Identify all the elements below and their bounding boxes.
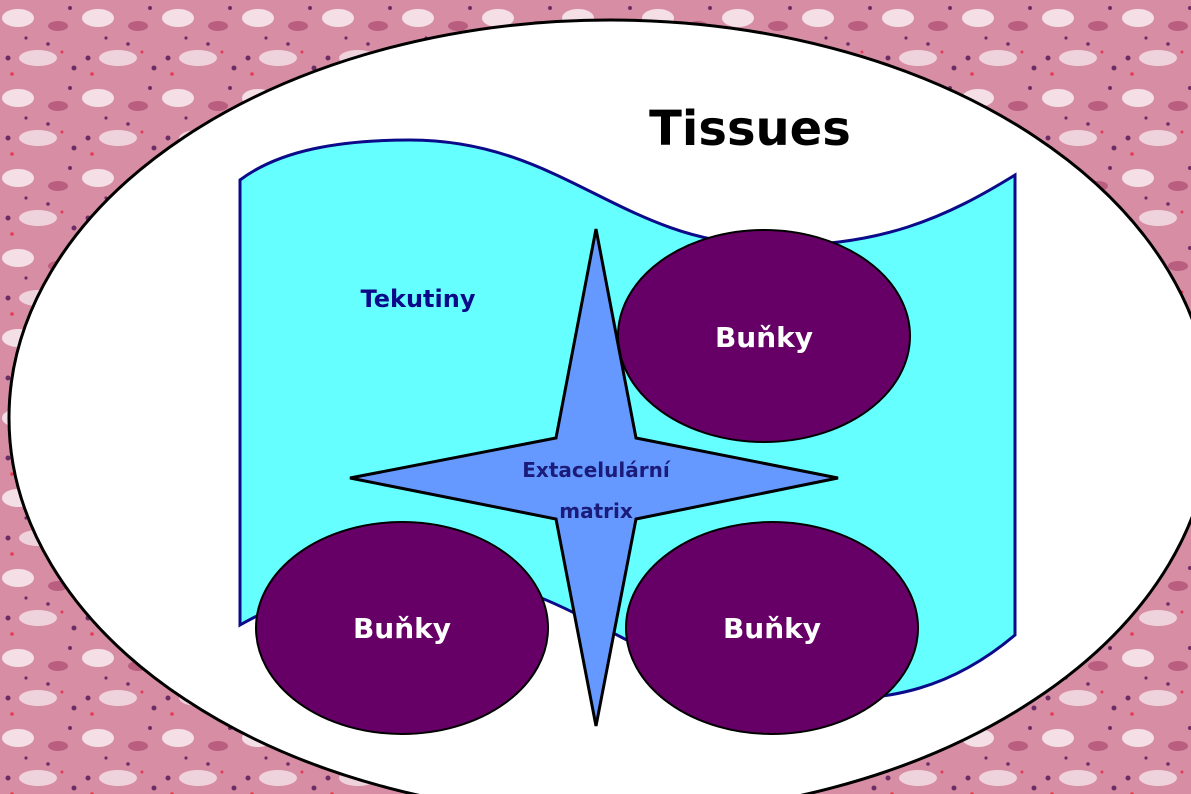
- cell-right-bottom-label: Buňky: [723, 612, 821, 645]
- cell-left-bottom-label: Buňky: [353, 612, 451, 645]
- cell-right-top-label: Buňky: [715, 321, 813, 354]
- matrix-label-line2: matrix: [559, 499, 633, 523]
- title: Tissues: [649, 101, 851, 157]
- fluids-label: Tekutiny: [361, 285, 476, 313]
- matrix-label-line1: Extacelulární: [522, 458, 671, 482]
